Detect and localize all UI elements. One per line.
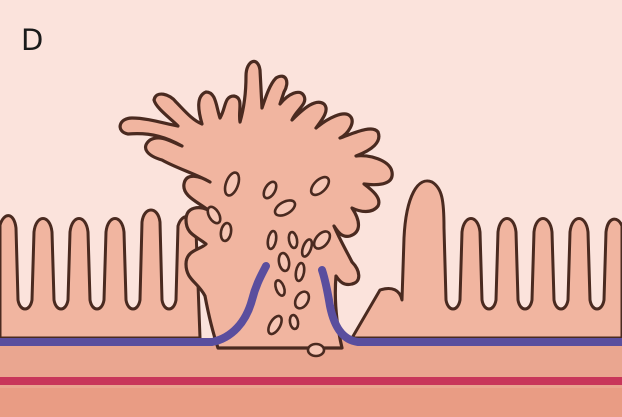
deep-red-band: [0, 377, 622, 385]
gland: [308, 344, 324, 356]
panel-label: D: [21, 26, 43, 55]
deep-tissue-layer: [0, 388, 622, 417]
